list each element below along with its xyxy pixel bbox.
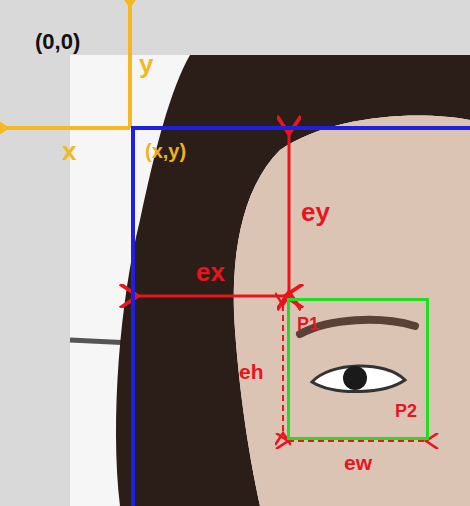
face-box: (x,y) P1P2 xyxy=(131,126,470,506)
axis-label: x xyxy=(62,137,76,166)
ew-dimension xyxy=(288,440,426,442)
corner-label: (x,y) xyxy=(145,140,186,162)
origin-label: (0,0) xyxy=(35,30,80,54)
point-label: P2 xyxy=(395,402,417,422)
eye xyxy=(312,366,405,392)
iris xyxy=(343,366,367,390)
dimension-label: ex xyxy=(196,258,225,287)
face-skin xyxy=(234,115,470,506)
eye-box: P1P2 xyxy=(287,298,429,440)
dimension-label: ey xyxy=(301,198,330,227)
dimension-label: ew xyxy=(344,451,372,474)
ey-dimension xyxy=(288,134,291,292)
ex-dimension xyxy=(138,295,285,298)
point-label: P1 xyxy=(297,315,319,335)
x-axis-arrow xyxy=(5,126,130,130)
axis-label: y xyxy=(139,50,153,79)
eh-dimension xyxy=(282,305,284,433)
dimension-label: eh xyxy=(239,360,264,383)
y-axis-arrow xyxy=(128,4,132,128)
hair xyxy=(116,55,470,506)
